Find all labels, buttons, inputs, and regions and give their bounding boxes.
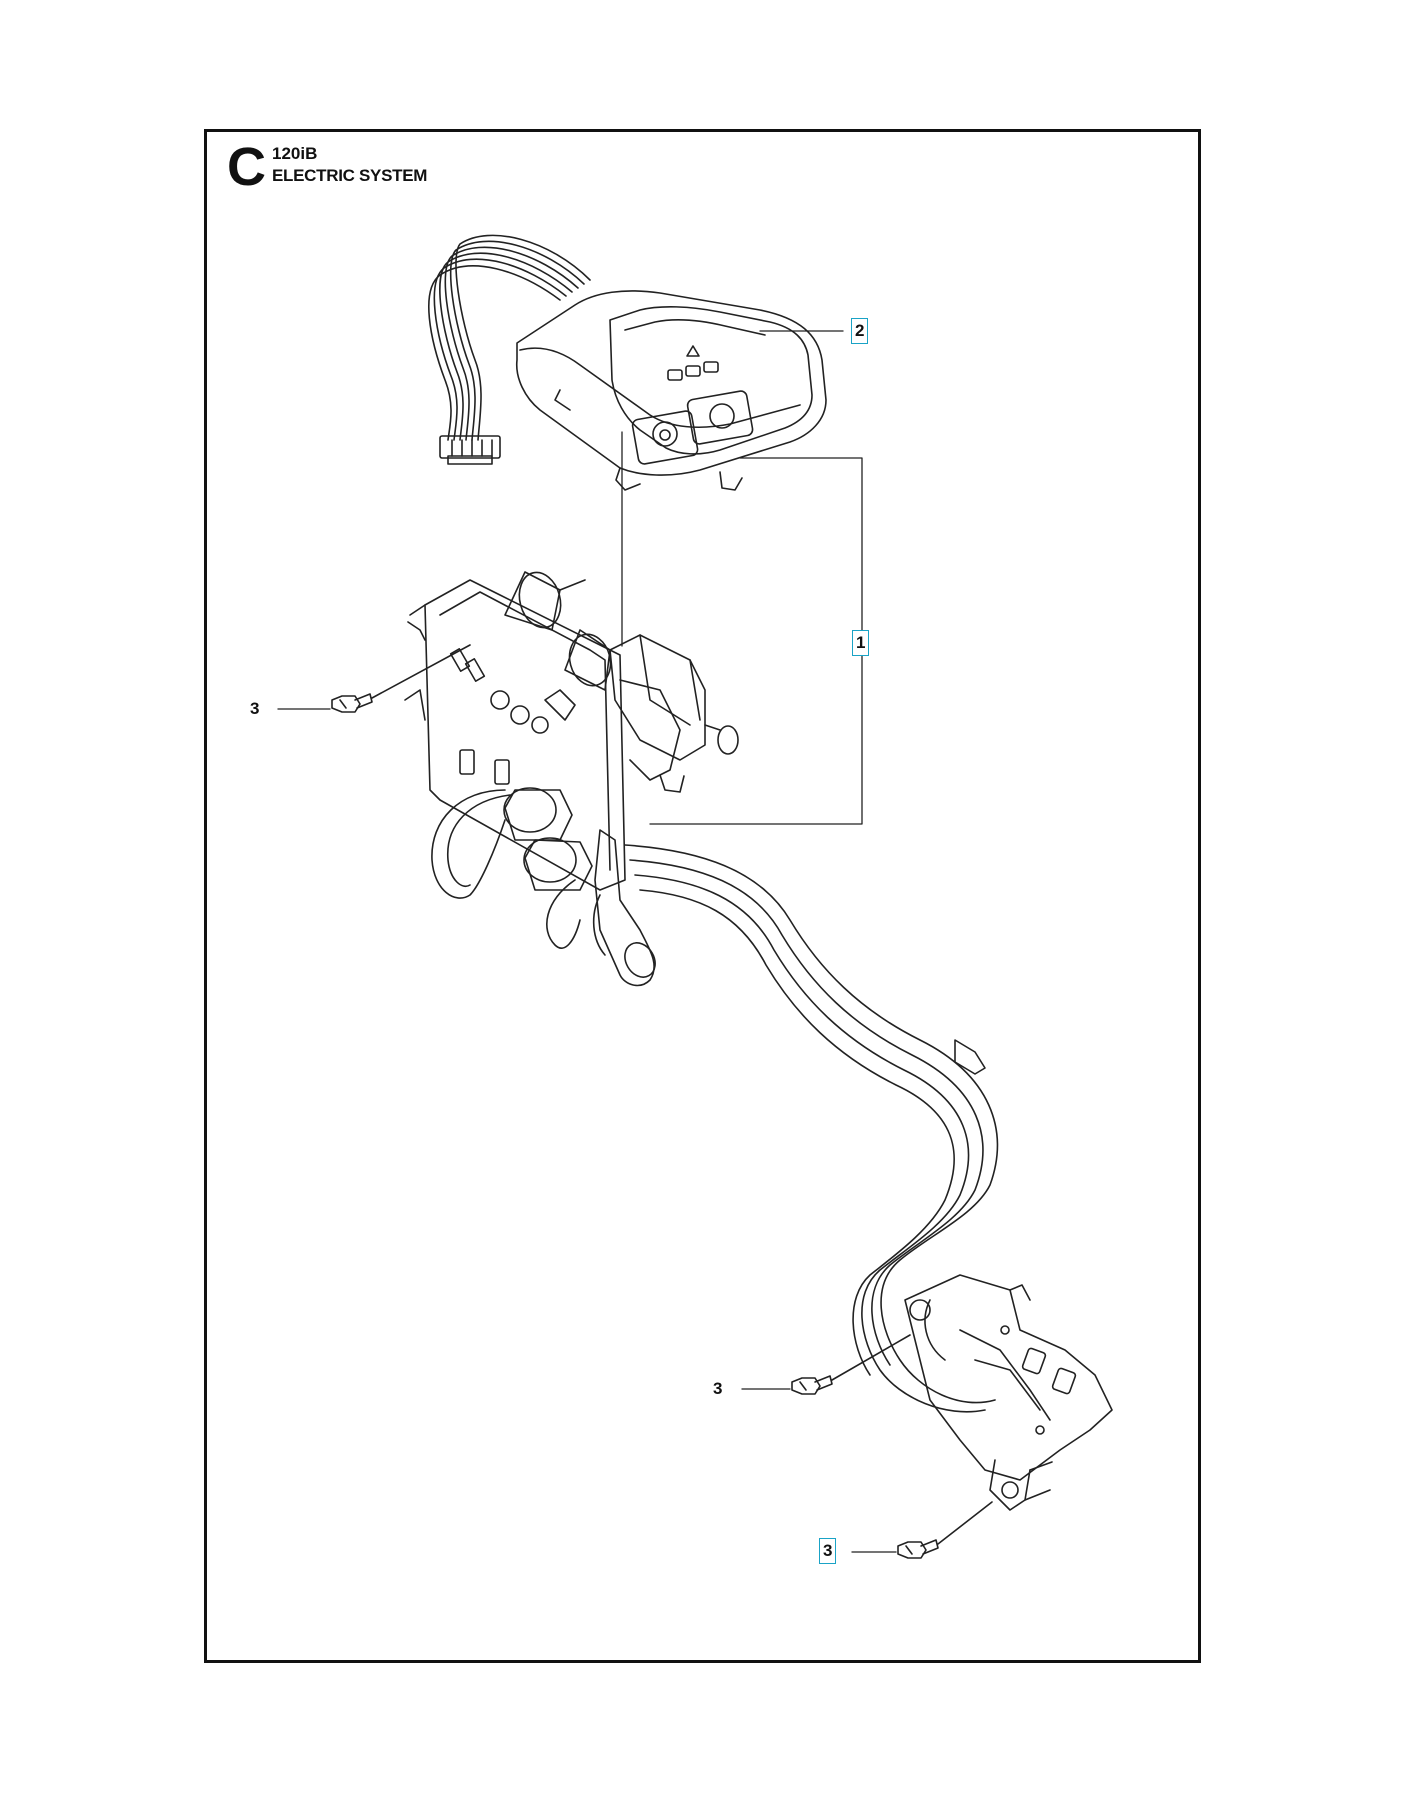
control-panel: [515, 290, 827, 491]
model-name: 120iB: [272, 144, 318, 163]
callout-part-2[interactable]: 2: [851, 318, 869, 344]
diagram-frame: [204, 129, 1201, 1663]
callout-part-3-middle: 3: [713, 1379, 723, 1398]
screw-bottom: [897, 1501, 993, 1559]
diagram-title: ELECTRIC SYSTEM: [272, 166, 428, 185]
trigger-switch: [904, 1274, 1113, 1511]
callout-part-1[interactable]: 1: [852, 630, 870, 656]
callout-part-3-left: 3: [250, 699, 260, 718]
ribbon-connector: [439, 435, 501, 465]
wire-harness: [624, 844, 999, 1413]
section-letter: C: [227, 137, 266, 197]
callout-part-3-bottom[interactable]: 3: [819, 1538, 837, 1564]
ribbon-cable: [428, 234, 591, 441]
circuit-board-assembly: [404, 571, 739, 987]
screw-left: [331, 644, 471, 713]
screw-middle: [791, 1334, 911, 1395]
